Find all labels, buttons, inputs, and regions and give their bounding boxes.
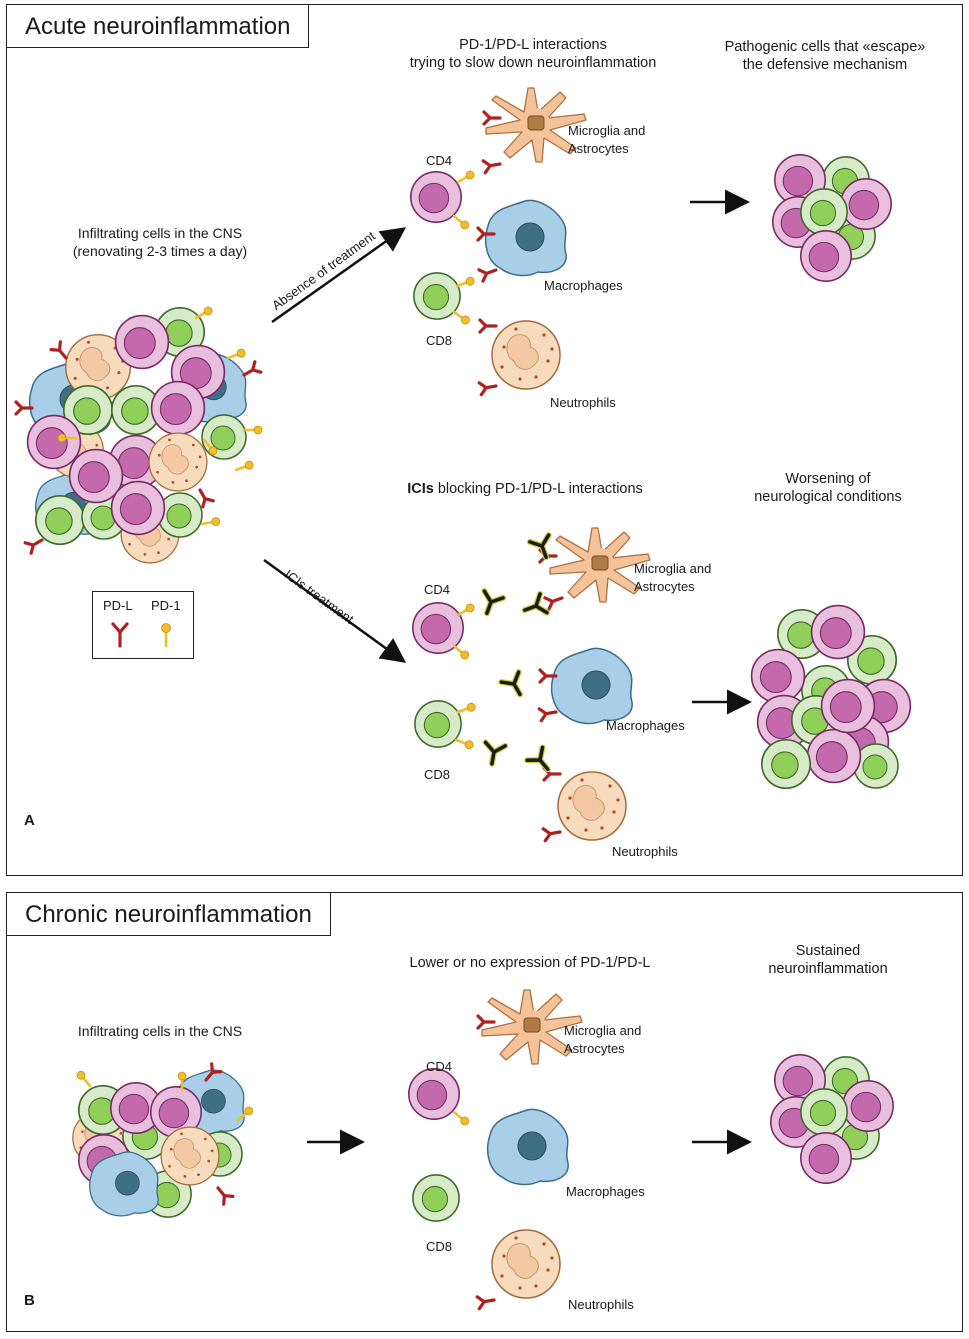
top-macrophages-label: Macrophages: [544, 278, 623, 293]
panel-b-title: Chronic neuroinflammation: [7, 893, 331, 936]
lower-expression-header: Lower or no expression of PD-1/PD-L: [409, 955, 651, 971]
icis-header-rest: blocking PD-1/PD-L interactions: [433, 481, 643, 497]
bottom-cd4-label: CD4: [424, 582, 451, 597]
acute-treated-cells: [412, 527, 651, 843]
top-cd8-label: CD8: [426, 333, 453, 348]
worsening-cluster: [750, 604, 912, 790]
arrow-icis-treatment: [263, 558, 407, 663]
acute-infiltrating-label: Infiltrating cells in the CNS (renovatin…: [72, 225, 248, 259]
bottom-microglia-label: Microglia and Astrocytes: [634, 561, 712, 594]
top-cd4-label: CD4: [426, 153, 453, 168]
worsening-header: Worsening of neurological conditions: [754, 471, 902, 505]
legend-pdl-icon: [111, 622, 129, 648]
sustained-cluster: [770, 1054, 894, 1184]
sustained-header: Sustained neuroinflammation: [768, 943, 888, 977]
b-cd8-label: CD8: [426, 1239, 453, 1254]
legend-pd1-label: PD-1: [151, 598, 181, 613]
escape-cluster: [772, 154, 892, 282]
chronic-infiltrating-label: Infiltrating cells in the CNS: [77, 1023, 243, 1039]
bottom-neutrophils-label: Neutrophils: [612, 844, 678, 859]
acute-infiltrating-cluster: [14, 304, 264, 564]
legend-pdl-label: PD-L: [103, 598, 133, 613]
legend-pd1-icon: [161, 623, 171, 648]
panel-a-letter: A: [24, 812, 35, 829]
arrow-absence-treatment: [271, 227, 407, 324]
top-neutrophils-label: Neutrophils: [550, 395, 616, 410]
b-cd4-label: CD4: [426, 1059, 453, 1074]
chronic-cells: [408, 989, 583, 1311]
panel-chronic: Chronic neuroinflammation: [6, 892, 963, 1332]
top-microglia-label: Microglia and Astrocytes: [568, 123, 646, 156]
b-microglia-label: Microglia and Astrocytes: [564, 1023, 642, 1056]
icis-header: ICIs blocking PD-1/PD-L interactions: [370, 480, 680, 498]
panel-a-title: Acute neuroinflammation: [7, 5, 310, 48]
escape-header: Pathogenic cells that «escape» the defen…: [724, 39, 926, 73]
icis-header-bold: ICIs: [407, 481, 434, 497]
chronic-infiltrating-cluster: [72, 1062, 256, 1218]
panel-acute: Acute neuroinflammation: [6, 4, 963, 876]
panel-b-letter: B: [24, 1292, 35, 1309]
bottom-macrophages-label: Macrophages: [606, 718, 685, 733]
legend-box: PD-L PD-1: [92, 591, 194, 659]
bottom-cd8-label: CD8: [424, 767, 451, 782]
pd-interactions-header: PD-1/PD-L interactions trying to slow do…: [409, 37, 657, 71]
b-neutrophils-label: Neutrophils: [568, 1297, 634, 1312]
b-macrophages-label: Macrophages: [566, 1184, 645, 1199]
